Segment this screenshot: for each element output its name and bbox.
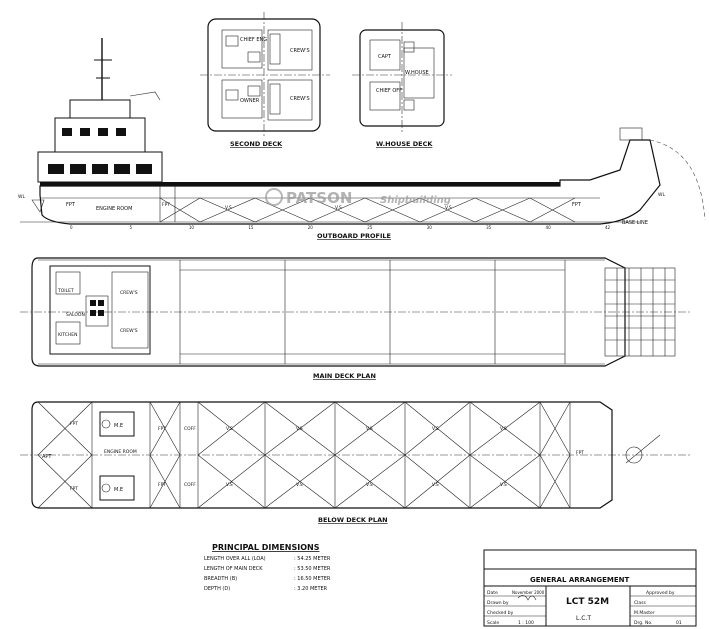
- scale-value: 1 : 100: [518, 620, 534, 626]
- below-fpt-3: FPT: [158, 426, 166, 432]
- below-coff-2: COFF: [184, 482, 196, 488]
- frame-number: 5: [129, 225, 132, 230]
- second-deck-plan: CHIEF ENG OWNER CREW'S CREW'S SECOND DEC…: [200, 12, 330, 148]
- owner-label: OWNER: [240, 98, 260, 104]
- whouse-deck-plan: CAPT CHIEF OFF W.HOUSE W.HOUSE DECK: [352, 22, 452, 148]
- below-engine-room: ENGINE ROOM: [104, 449, 137, 455]
- below-vs-9: V.S: [432, 482, 439, 488]
- profile-fpt: FPT: [162, 202, 170, 208]
- dim-label-2: BREADTH (B): [204, 576, 237, 582]
- watermark-brand: PATSON: [286, 189, 352, 207]
- wl-label-bow: WL: [658, 192, 665, 198]
- frame-number: 20: [308, 225, 314, 230]
- checked-label: Checked by: [487, 610, 514, 616]
- patson-watermark: PATSON Shipbuilding: [265, 188, 451, 207]
- base-line-label: BASE LINE: [622, 220, 648, 226]
- principal-dimensions-title: PRINCIPAL DIMENSIONS: [212, 543, 320, 552]
- centerline-symbol: [625, 446, 643, 464]
- below-vs-8: V.S: [366, 482, 373, 488]
- below-vs-5: V.S: [500, 426, 507, 432]
- frame-number: 0: [70, 225, 73, 230]
- principal-dimensions: PRINCIPAL DIMENSIONS LENGTH OVER ALL (LO…: [204, 543, 331, 592]
- below-vs-7: V.S: [296, 482, 303, 488]
- main-deck-plan-title: MAIN DECK PLAN: [313, 372, 376, 380]
- main-crews-label-1: CREW'S: [120, 290, 138, 296]
- wl-label-stern: WL: [18, 194, 25, 200]
- approved-label: Approved by: [646, 590, 675, 596]
- capt-label: CAPT: [378, 54, 392, 60]
- toilet-label: TOILET: [57, 288, 74, 294]
- profile-engine-room: ENGINE ROOM: [96, 206, 132, 212]
- vessel-name: LCT 52M: [566, 597, 609, 607]
- crews-label-2: CREW'S: [290, 96, 310, 102]
- date-value: November 2000: [512, 590, 545, 595]
- vessel-type: L.C.T: [576, 615, 591, 622]
- frame-number: 15: [248, 225, 254, 230]
- dim-label-1: LENGTH OF MAIN DECK: [204, 566, 263, 572]
- dim-value-1: : 53.50 METER: [294, 566, 331, 572]
- outboard-profile-title: OUTBOARD PROFILE: [317, 232, 391, 240]
- drg-value: 01: [676, 620, 682, 626]
- below-coff-1: COFF: [184, 426, 196, 432]
- title-block: GENERAL ARRANGEMENT Date November 2000 D…: [483, 549, 697, 627]
- master-label: M.Master: [634, 610, 655, 616]
- below-fpt-bow: FPT: [576, 450, 584, 456]
- whouse-label: W.HOUSE: [405, 70, 429, 76]
- whouse-deck-title: W.HOUSE DECK: [376, 140, 433, 148]
- profile-fpt-bow: FPT: [572, 202, 582, 208]
- frame-number: 10: [189, 225, 195, 230]
- me-label-2: M.E: [114, 487, 123, 493]
- below-vs-6: V.S: [226, 482, 233, 488]
- profile-fpt-stern: FPT: [66, 202, 76, 208]
- dim-value-2: : 16.50 METER: [294, 576, 331, 582]
- dim-label-0: LENGTH OVER ALL (LOA): [204, 556, 266, 562]
- below-fpt-1: FPT: [70, 421, 78, 427]
- saloon-label: SALOON: [66, 312, 85, 318]
- second-deck-title: SECOND DECK: [230, 140, 283, 148]
- main-deck-plan: TOILET SALOON KITCHEN CREW'S CREW'S MAIN…: [20, 257, 690, 380]
- below-fpt-4: FPT: [158, 482, 166, 488]
- main-crews-label-2: CREW'S: [120, 328, 138, 334]
- outboard-profile: WL WL FPT ENGINE ROOM FPT FPT V.S V.S V.…: [18, 38, 706, 240]
- date-label: Date: [487, 590, 498, 596]
- below-deck-plan-title: BELOW DECK PLAN: [318, 516, 388, 524]
- kitchen-label: KITCHEN: [58, 332, 78, 338]
- drg-label: Drg. No.: [634, 620, 652, 626]
- me-label-1: M.E: [114, 423, 123, 429]
- dim-value-3: : 3.20 METER: [294, 586, 328, 592]
- below-vs-10: V.S: [500, 482, 507, 488]
- drawn-signature: [517, 595, 537, 601]
- below-vs-3: V.S: [366, 426, 373, 432]
- title-block-title: GENERAL ARRANGEMENT: [530, 576, 629, 584]
- chief-off-label: CHIEF OFF: [376, 88, 402, 94]
- frame-number: 25: [367, 225, 373, 230]
- profile-vs-3: V.S: [445, 205, 452, 211]
- frame-number: 40: [546, 225, 552, 230]
- below-fpt-2: FPT: [70, 486, 78, 492]
- dim-label-3: DEPTH (D): [204, 586, 230, 592]
- below-deck-plan: M.E M.E APT FPT FPT ENGINE ROOM FPT COFF…: [20, 401, 690, 524]
- frame-number: 30: [427, 225, 433, 230]
- below-vs-4: V.S: [432, 426, 439, 432]
- frame-number: 42: [605, 225, 611, 230]
- frame-number-row: 0 5 10 15 20 25 30 35 40 42: [70, 225, 611, 230]
- profile-vs-1: V.S: [225, 205, 232, 211]
- below-vs-1: V.S: [226, 426, 233, 432]
- chief-eng-label: CHIEF ENG: [240, 37, 267, 43]
- drawn-label: Drawn by: [487, 600, 509, 606]
- class-label: Class: [634, 600, 646, 606]
- frame-number: 35: [486, 225, 492, 230]
- crews-label-1: CREW'S: [290, 48, 310, 54]
- apt-label: APT: [42, 454, 52, 460]
- below-vs-2: V.S: [296, 426, 303, 432]
- dim-value-0: : 54.25 METER: [294, 556, 331, 562]
- scale-label: Scale: [487, 620, 499, 626]
- profile-vs-2: V.S: [335, 205, 342, 211]
- watermark-tagline: Shipbuilding: [380, 195, 451, 206]
